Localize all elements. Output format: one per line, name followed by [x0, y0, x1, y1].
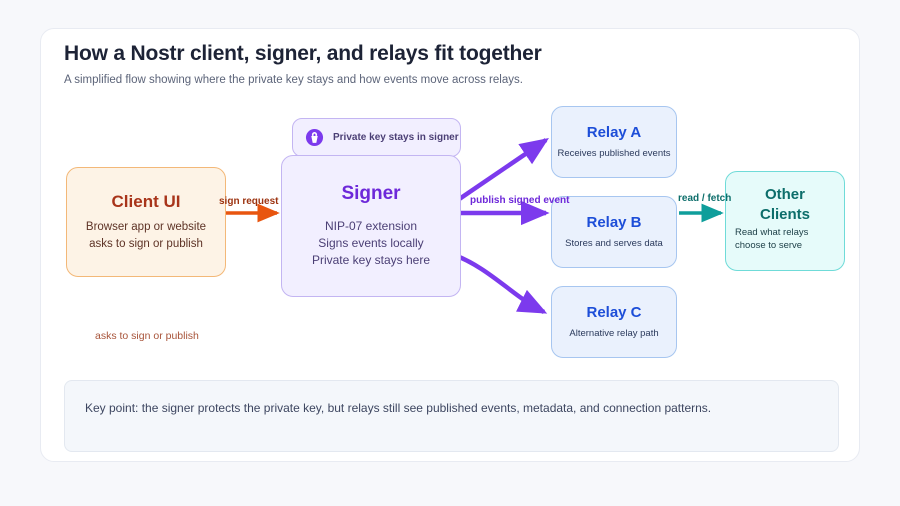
signer-title: Signer — [341, 183, 401, 205]
client-ui-line-1: Browser app or website — [85, 221, 207, 234]
relay-c-subtitle: Alternative relay path — [569, 327, 659, 339]
node-relay-c[interactable]: Relay C Alternative relay path — [551, 286, 677, 358]
key-point-callout: Key point: the signer protects the priva… — [64, 380, 839, 452]
node-other-clients[interactable]: Other Clients Read what relays choose to… — [725, 171, 845, 271]
signer-line-1: NIP-07 extension — [324, 218, 418, 233]
edge-label-asks-to-sign: asks to sign or publish — [95, 330, 199, 342]
signer-line-2: Signs events locally — [318, 235, 424, 250]
client-ui-line-2: asks to sign or publish — [89, 237, 203, 250]
relay-a-subtitle: Receives published events — [557, 147, 671, 159]
other-clients-title-line-2: Clients — [759, 206, 810, 223]
relay-a-title: Relay A — [586, 123, 642, 141]
edge-label-publish-signed-event: publish signed event — [470, 195, 570, 206]
node-client-ui[interactable]: Client UI Browser app or website asks to… — [66, 167, 226, 277]
node-relay-b[interactable]: Relay B Stores and serves data — [551, 196, 677, 268]
other-clients-subtitle: Read what relays choose to serve — [735, 227, 809, 252]
signer-line-3: Private key stays here — [311, 252, 431, 267]
relay-b-title: Relay B — [586, 213, 642, 231]
other-clients-title-line-1: Other — [764, 186, 805, 203]
client-ui-title: Client UI — [111, 191, 181, 211]
relay-b-subtitle: Stores and serves data — [565, 237, 663, 249]
private-key-badge-label: Private key stays in signer — [333, 132, 459, 143]
page-title: How a Nostr client, signer, and relays f… — [64, 42, 542, 65]
shield-lock-icon — [305, 128, 324, 147]
edge-label-sign-request: sign request — [219, 196, 279, 207]
private-key-badge[interactable]: Private key stays in signer — [292, 118, 461, 157]
edge-label-read-fetch: read / fetch — [678, 193, 732, 204]
relay-c-title: Relay C — [586, 303, 642, 321]
node-relay-a[interactable]: Relay A Receives published events — [551, 106, 677, 178]
page-subtitle: A simplified flow showing where the priv… — [64, 74, 523, 86]
node-signer[interactable]: Signer NIP-07 extension Signs events loc… — [281, 155, 461, 297]
